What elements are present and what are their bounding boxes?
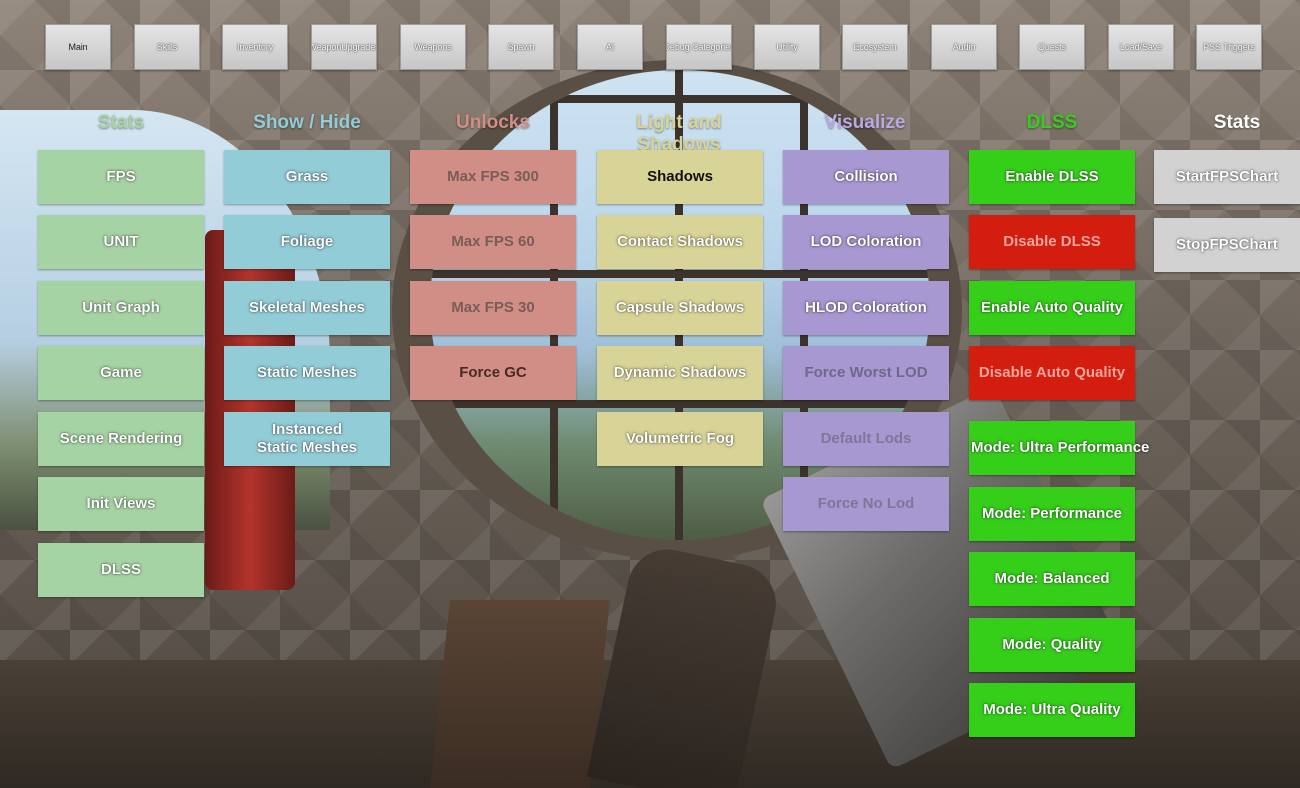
init-views-button[interactable]: Init Views [38, 477, 204, 531]
instanced-static-meshes-button[interactable]: Instanced Static Meshes [224, 412, 390, 466]
foliage-button[interactable]: Foliage [224, 215, 390, 269]
dlss-column-title: DLSS [1026, 112, 1078, 133]
capsule-shadows-button[interactable]: Capsule Shadows [597, 281, 763, 335]
enable-dlss-button[interactable]: Enable DLSS [969, 150, 1135, 204]
force-gc-button[interactable]: Force GC [410, 346, 576, 400]
light-shadows-column-title: Light and Shadows [636, 112, 722, 155]
dlss-stats-button[interactable]: DLSS [38, 543, 204, 597]
max-fps-300-button[interactable]: Max FPS 300 [410, 150, 576, 204]
tab-inventory[interactable]: Inventory [222, 24, 288, 70]
dynamic-shadows-button[interactable]: Dynamic Shadows [597, 346, 763, 400]
tab-pss-triggers[interactable]: PSS Triggers [1196, 24, 1262, 70]
unlocks-column-title: Unlocks [456, 112, 530, 133]
disable-auto-quality-button[interactable]: Disable Auto Quality [969, 346, 1135, 400]
tab-main[interactable]: Main [45, 24, 111, 70]
grass-button[interactable]: Grass [224, 150, 390, 204]
mode-quality-button[interactable]: Mode: Quality [969, 618, 1135, 672]
mode-performance-button[interactable]: Mode: Performance [969, 487, 1135, 541]
default-lods-button[interactable]: Default Lods [783, 412, 949, 466]
tab-audio[interactable]: Audio [931, 24, 997, 70]
visualize-column-title: Visualize [824, 112, 906, 133]
mode-ultra-quality-button[interactable]: Mode: Ultra Quality [969, 683, 1135, 737]
tab-quests[interactable]: Quests [1019, 24, 1085, 70]
tab-weapons[interactable]: Weapons [400, 24, 466, 70]
tab-skills[interactable]: Skills [134, 24, 200, 70]
tab-weapon-upgrades[interactable]: WeaponUpgrades [311, 24, 377, 70]
static-meshes-button[interactable]: Static Meshes [224, 346, 390, 400]
disable-dlss-button[interactable]: Disable DLSS [969, 215, 1135, 269]
stats-chart-column-title: Stats [1213, 112, 1261, 133]
tab-ai[interactable]: AI [577, 24, 643, 70]
volumetric-fog-button[interactable]: Volumetric Fog [597, 412, 763, 466]
force-no-lod-button[interactable]: Force No Lod [783, 477, 949, 531]
shadows-button[interactable]: Shadows [597, 150, 763, 204]
unit-button[interactable]: UNIT [38, 215, 204, 269]
stats-column-title: Stats [97, 112, 145, 133]
show-hide-column-title: Show / Hide [253, 112, 361, 133]
collision-button[interactable]: Collision [783, 150, 949, 204]
max-fps-30-button[interactable]: Max FPS 30 [410, 281, 576, 335]
chair [430, 600, 610, 788]
mode-balanced-button[interactable]: Mode: Balanced [969, 552, 1135, 606]
tab-spawn[interactable]: Spawn [488, 24, 554, 70]
skeletal-meshes-button[interactable]: Skeletal Meshes [224, 281, 390, 335]
game-button[interactable]: Game [38, 346, 204, 400]
hlod-coloration-button[interactable]: HLOD Coloration [783, 281, 949, 335]
start-fps-chart-button[interactable]: StartFPSChart [1154, 150, 1300, 204]
contact-shadows-button[interactable]: Contact Shadows [597, 215, 763, 269]
tab-ecosystem[interactable]: Ecosystem [842, 24, 908, 70]
tab-load-save[interactable]: Load/Save [1108, 24, 1174, 70]
tab-debug-categories[interactable]: Debug Categories [666, 24, 732, 70]
fps-button[interactable]: FPS [38, 150, 204, 204]
mode-ultra-performance-button[interactable]: Mode: Ultra Performance [969, 421, 1149, 475]
force-worst-lod-button[interactable]: Force Worst LOD [783, 346, 949, 400]
stop-fps-chart-button[interactable]: StopFPSChart [1154, 218, 1300, 272]
unit-graph-button[interactable]: Unit Graph [38, 281, 204, 335]
enable-auto-quality-button[interactable]: Enable Auto Quality [969, 281, 1135, 335]
max-fps-60-button[interactable]: Max FPS 60 [410, 215, 576, 269]
tab-utility[interactable]: Utility [754, 24, 820, 70]
scene-rendering-button[interactable]: Scene Rendering [38, 412, 204, 466]
lod-coloration-button[interactable]: LOD Coloration [783, 215, 949, 269]
